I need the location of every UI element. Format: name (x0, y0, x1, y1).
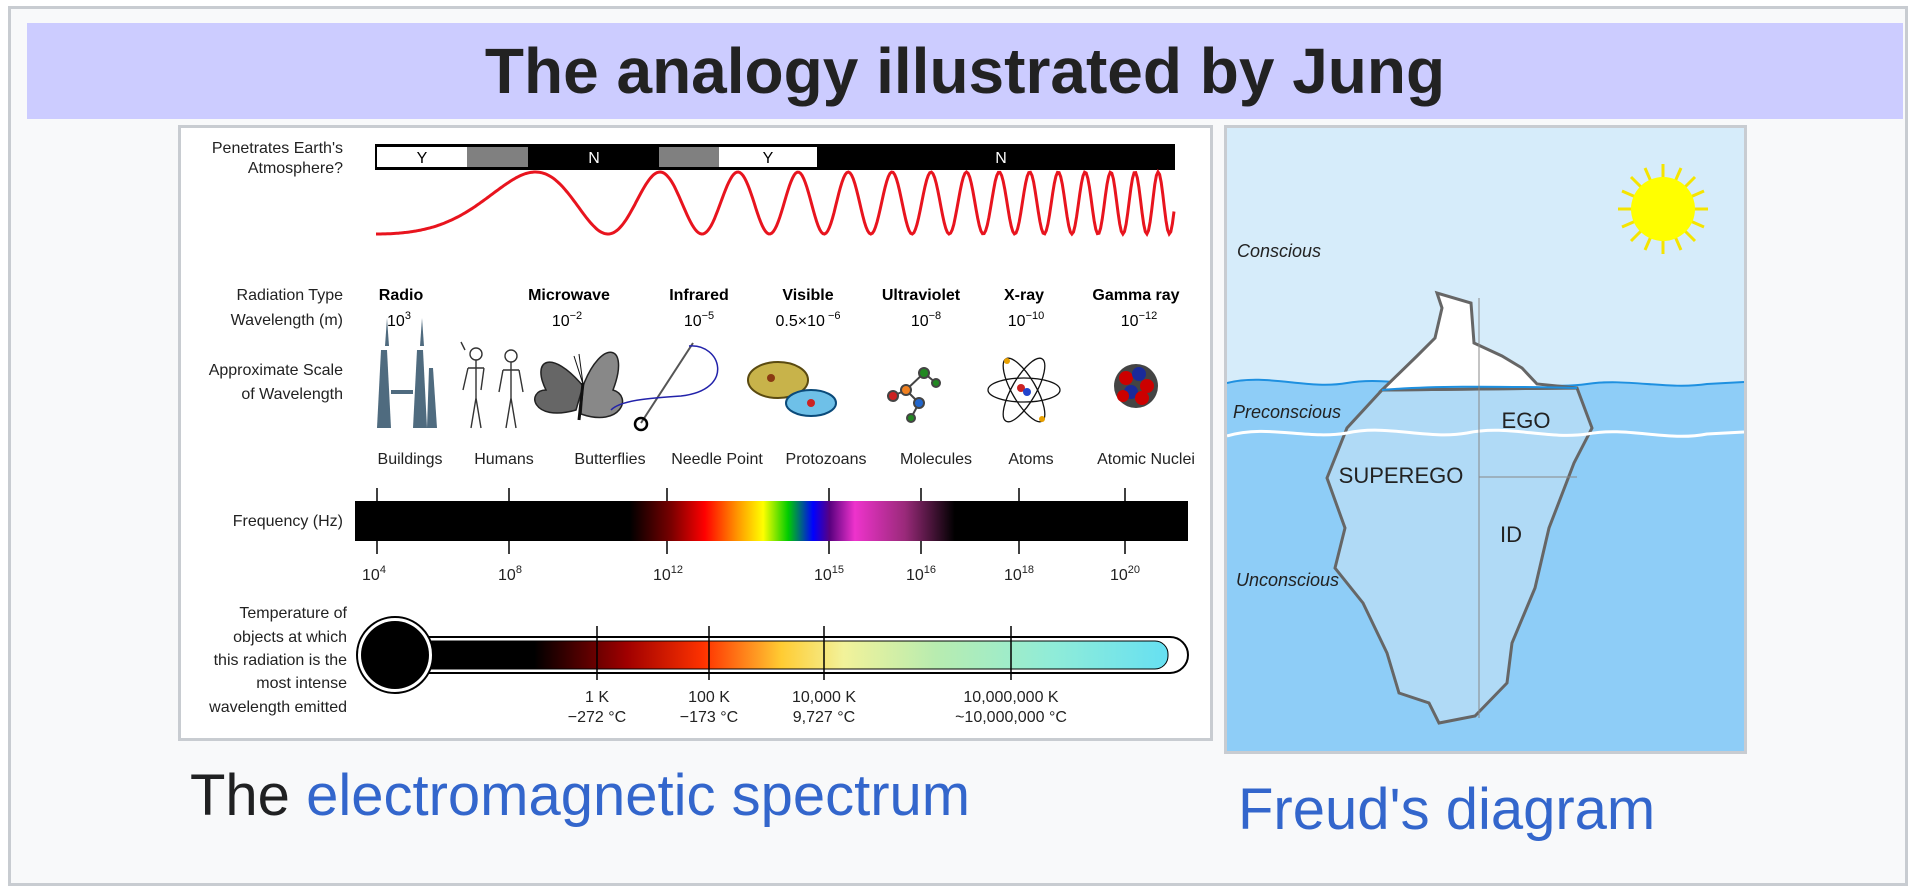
atmo-no-1: N (588, 150, 600, 167)
electromagnetic-spectrum-link[interactable]: electromagnetic spectrum (306, 763, 971, 828)
temp-label-line-1: Temperature of (239, 605, 347, 622)
wl-ultraviolet: 10−8 (911, 310, 941, 330)
scale-needle-point: Needle Point (671, 451, 763, 468)
unconscious-label: Unconscious (1236, 570, 1339, 590)
wl-visible: 0.5×10 −6 (776, 310, 841, 330)
scale-butterflies: Butterflies (574, 451, 645, 468)
buildings-icon (377, 318, 437, 428)
wl-infrared: 10−5 (684, 310, 714, 330)
frequency-bar (355, 501, 1188, 541)
scale-humans: Humans (474, 451, 534, 468)
scale-protozoans: Protozoans (786, 451, 867, 468)
type-radio: Radio (379, 287, 424, 304)
thermometer (356, 616, 1189, 694)
penetrates-label-1: Penetrates Earth's (212, 140, 343, 157)
freq-1e8: 108 (498, 564, 522, 584)
wavelength-label: Wavelength (m) (231, 312, 343, 329)
scale-atoms: Atoms (1008, 451, 1053, 468)
sun-icon (1618, 164, 1708, 254)
frequency-label: Frequency (Hz) (233, 513, 343, 530)
wl-gamma: 10−12 (1121, 310, 1157, 330)
wl-radio: 103 (387, 310, 411, 330)
scale-buildings: Buildings (378, 451, 443, 468)
temperature-values: 1 K −272 °C 100 K −173 °C 10,000 K 9,727… (568, 689, 1067, 726)
temp-100k-c: −173 °C (680, 709, 738, 726)
type-infrared: Infrared (669, 287, 729, 304)
preconscious-line (1226, 428, 1745, 438)
freuds-diagram-link[interactable]: Freud's diagram (1238, 777, 1656, 842)
scale-atomic-nuclei: Atomic Nuclei (1097, 451, 1195, 468)
wl-microwave: 10−2 (552, 310, 582, 330)
freq-1e16: 1016 (906, 564, 936, 584)
atmo-no-2: N (995, 150, 1007, 167)
temp-100k: 100 K (688, 689, 730, 706)
type-xray: X-ray (1004, 287, 1044, 304)
freq-1e20: 1020 (1110, 564, 1140, 584)
temperature-label: Temperature of objects at which this rad… (208, 605, 347, 716)
humans-icon (460, 341, 524, 429)
temp-1k: 1 K (585, 689, 609, 706)
temp-label-line-4: most intense (256, 675, 347, 692)
atmo-yes-1: Y (417, 150, 428, 167)
radiation-type-label: Radiation Type (237, 287, 344, 304)
freq-1e4: 104 (362, 564, 386, 584)
iceberg-underwater (1325, 386, 1594, 725)
spectrum-figure[interactable]: Penetrates Earth's Atmosphere? Y N Y N R… (178, 125, 1213, 741)
page-title: The analogy illustrated by Jung (484, 35, 1446, 107)
atmo-yes-2: Y (763, 150, 774, 167)
scale-molecules: Molecules (900, 451, 972, 468)
iceberg-tip (1378, 290, 1578, 392)
wavelength-wave (376, 168, 1176, 238)
temp-label-line-2: objects at which (233, 629, 347, 646)
temp-1k-c: −272 °C (568, 709, 626, 726)
freq-1e12: 1012 (653, 564, 683, 584)
temperature-ticks (596, 626, 1012, 680)
radiation-types: Radio Microwave Infrared Visible Ultravi… (379, 287, 1180, 330)
title-banner: The analogy illustrated by Jung (27, 23, 1903, 119)
type-ultraviolet: Ultraviolet (882, 287, 961, 304)
temp-label-line-3: this radiation is the (214, 652, 348, 669)
temp-10000k: 10,000 K (792, 689, 856, 706)
id-label: ID (1500, 522, 1522, 547)
preconscious-label: Preconscious (1233, 402, 1341, 422)
spectrum-svg: Penetrates Earth's Atmosphere? Y N Y N R… (208, 140, 1195, 726)
type-visible: Visible (782, 287, 833, 304)
needle-icon (610, 342, 719, 432)
scale-labels: Buildings Humans Butterflies Needle Poin… (378, 451, 1195, 468)
nucleus-icon (1114, 364, 1158, 408)
caption-left: The electromagnetic spectrum (190, 762, 970, 829)
freq-1e15: 1015 (814, 564, 844, 584)
conscious-label: Conscious (1237, 241, 1321, 261)
temp-10000000k-c: ~10,000,000 °C (955, 709, 1067, 726)
type-gamma: Gamma ray (1092, 287, 1179, 304)
temp-10000000k: 10,000,000 K (963, 689, 1059, 706)
type-microwave: Microwave (528, 287, 610, 304)
temp-label-line-5: wavelength emitted (208, 699, 347, 716)
protozoans-icon (747, 361, 837, 417)
iceberg-svg: Conscious Preconscious Unconscious EGO S… (1226, 128, 1745, 751)
frequency-ticks (376, 488, 1126, 554)
butterfly-icon (534, 351, 624, 421)
penetrates-label-2: Atmosphere? (248, 160, 343, 177)
superego-label: SUPEREGO (1339, 463, 1464, 488)
atom-icon (987, 357, 1061, 423)
iceberg-waterline (1381, 385, 1578, 391)
atmosphere-bar: Y N Y N (375, 144, 1175, 170)
wl-xray: 10−10 (1008, 310, 1044, 330)
caption-left-prefix: The (190, 763, 307, 828)
scale-label-1: Approximate Scale (209, 362, 343, 379)
freq-1e18: 1018 (1004, 564, 1034, 584)
scale-label-2: of Wavelength (241, 386, 343, 403)
iceberg-figure[interactable]: Conscious Preconscious Unconscious EGO S… (1224, 125, 1747, 754)
ego-label: EGO (1502, 408, 1551, 433)
temp-10000k-c: 9,727 °C (793, 709, 855, 726)
molecules-icon (887, 367, 941, 423)
frequency-tick-labels: 104 108 1012 1015 1016 1018 1020 (362, 564, 1140, 584)
